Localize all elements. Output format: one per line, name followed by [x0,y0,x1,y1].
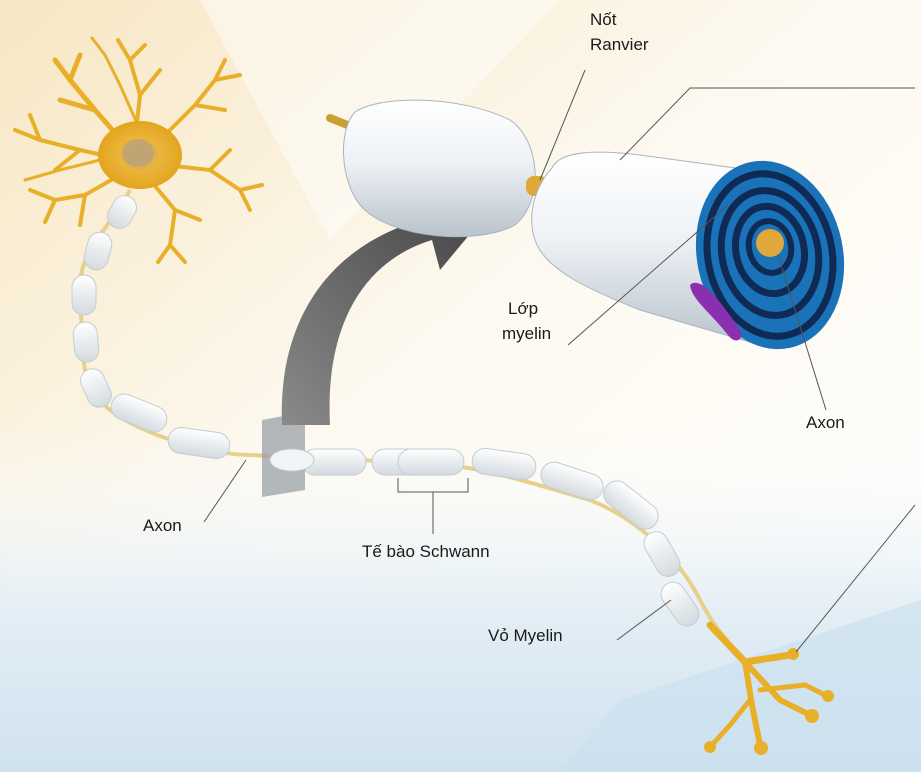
label-schwann-cell: Tế bào Schwann [362,542,490,561]
label-axon-main: Axon [143,516,182,535]
label-axon-cross: Axon [806,413,845,432]
label-myelin-layer-line2: myelin [502,324,551,343]
axon-core [756,229,784,257]
section-cut-segment [270,449,314,471]
label-myelin-layer-line1: Lớp [508,299,538,318]
label-myelin-sheath: Vỏ Myelin [488,626,563,645]
nucleus [122,139,154,167]
myelin-segment-left [344,100,536,237]
label-node-ranvier-line1: Nốt [590,10,617,29]
label-node-ranvier-line2: Ranvier [590,35,649,54]
